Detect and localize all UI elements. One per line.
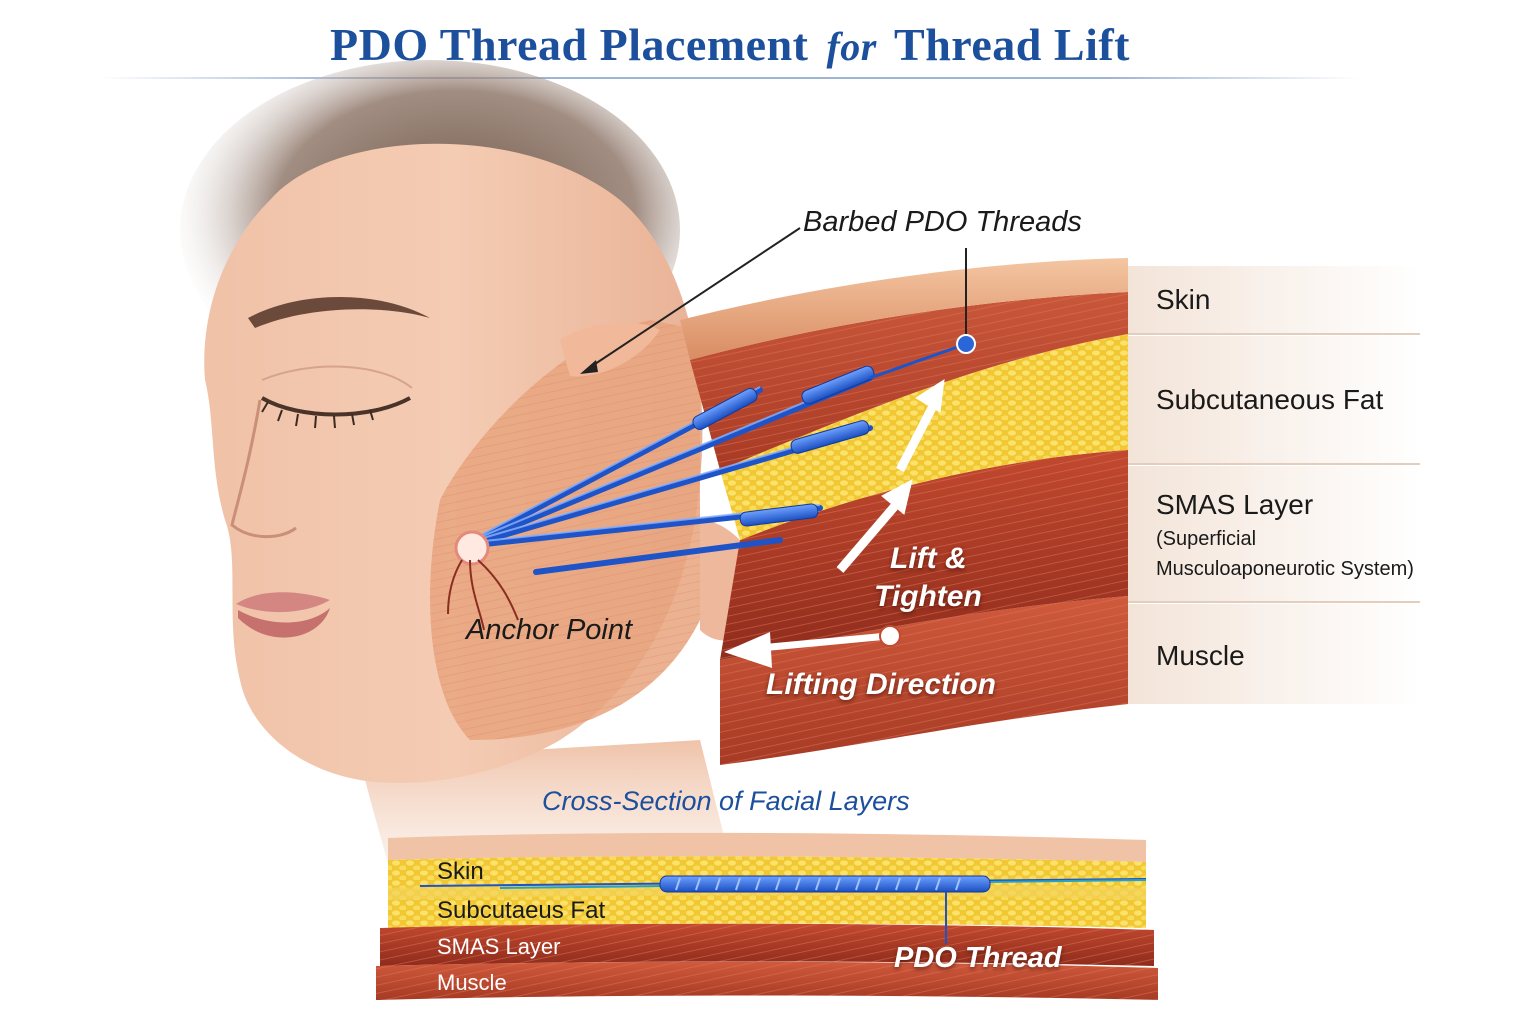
thread-entry-marker	[956, 334, 976, 354]
pdo-threads	[447, 334, 976, 631]
panel-row-smas	[1128, 466, 1420, 602]
cs-label-smas: SMAS Layer	[437, 934, 561, 959]
lower-lip	[238, 608, 330, 638]
lifting-direction-arrow	[724, 625, 901, 668]
eyebrow	[248, 297, 430, 328]
skin-layer	[680, 258, 1128, 360]
anchor-point-label: Anchor Point	[466, 614, 633, 646]
tissue-block	[680, 258, 1128, 765]
skin-flap	[560, 322, 660, 377]
anchor-point-marker	[454, 530, 490, 566]
barbed-threads-label: Barbed PDO Threads	[803, 206, 1082, 238]
panel-row-skin	[1128, 266, 1420, 334]
cs-label-fat: Subcutaeus Fat	[437, 897, 606, 924]
lifting-direction-label: Lifting Direction	[766, 668, 996, 701]
layer-sub-smas-2: Musculoaponeurotic System)	[1156, 558, 1414, 580]
cs-label-thread: PDO Thread	[894, 942, 1062, 974]
cs-label-muscle: Muscle	[437, 970, 507, 995]
title-end: Thread Lift	[894, 19, 1130, 70]
lift-tighten-label-line1: Lift &	[890, 542, 967, 575]
cs-thread-barbs	[659, 875, 991, 893]
layer-label-fat: Subcutaneous Fat	[1156, 384, 1384, 415]
title-divider	[100, 77, 1360, 79]
layer-sub-smas-1: (Superficial	[1156, 528, 1257, 550]
fat-layer	[720, 334, 1128, 540]
callout-line-threads	[591, 227, 801, 367]
nose	[230, 399, 297, 539]
layer-panel	[1128, 266, 1420, 704]
cs-skin	[388, 832, 1146, 862]
upper-lip	[236, 592, 330, 613]
layer-label-skin: Skin	[1156, 284, 1211, 315]
panel-row-muscle	[1128, 604, 1420, 704]
layer-label-smas: SMAS Layer	[1156, 489, 1314, 520]
lift-tighten-label-line2: Tighten	[874, 580, 982, 613]
closed-eye	[260, 396, 411, 417]
panel-row-fat	[1128, 336, 1420, 464]
cs-label-skin: Skin	[437, 858, 484, 885]
cross-section-title: Cross-Section of Facial Layers	[542, 786, 910, 816]
title-for: for	[826, 24, 877, 69]
cross-section-diagram	[376, 832, 1158, 1000]
lift-arrows	[836, 379, 945, 573]
layer-label-muscle: Muscle	[1156, 640, 1245, 671]
